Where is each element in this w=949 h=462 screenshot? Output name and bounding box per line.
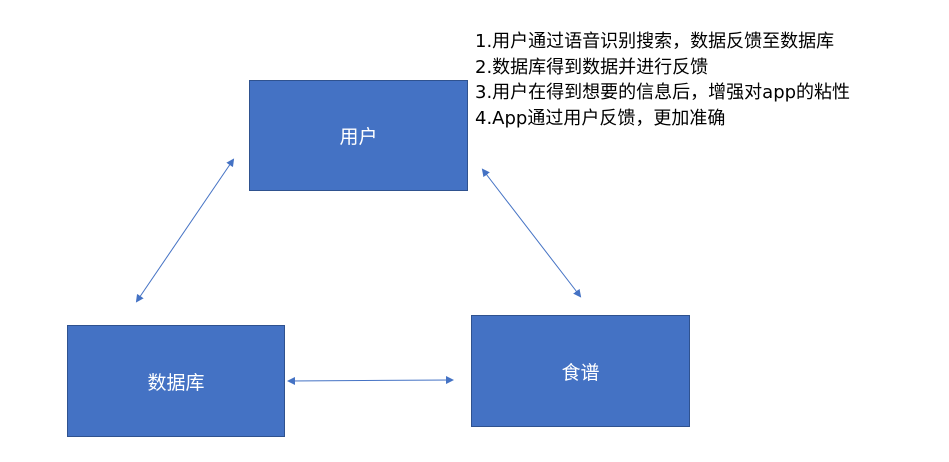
notes-text: 1.用户通过语音识别搜索，数据反馈至数据库 2.数据库得到数据并进行反馈 3.用…: [475, 29, 850, 131]
node-database: 数据库: [67, 325, 285, 437]
arrow-user-database: [135, 158, 235, 303]
note-line: 3.用户在得到想要的信息后，增强对app的粘性: [475, 82, 851, 103]
arrow-user-recipe: [481, 168, 582, 298]
node-user-label: 用户: [339, 126, 378, 148]
arrow-database-recipe: [287, 376, 454, 385]
node-recipe: 食谱: [471, 315, 690, 427]
node-recipe-label: 食谱: [561, 361, 600, 384]
note-line: 4.App通过用户反馈，更加准确: [475, 107, 726, 129]
node-user: 用户: [249, 80, 468, 191]
node-database-label: 数据库: [147, 371, 205, 394]
note-line: 2.数据库得到数据并进行反馈: [475, 56, 709, 78]
note-line: 1.用户通过语音识别搜索，数据反馈至数据库: [475, 31, 835, 52]
